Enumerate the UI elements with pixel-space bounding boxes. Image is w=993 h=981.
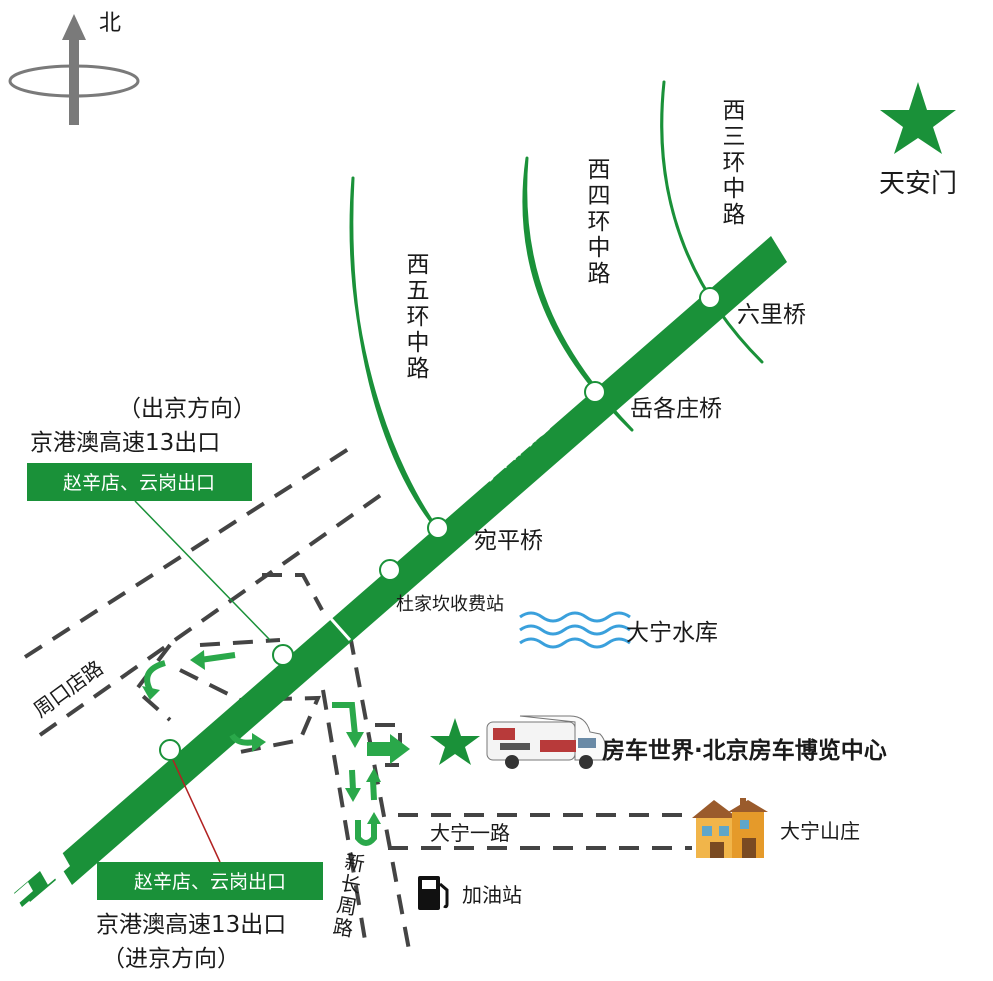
highway-tail-stripes	[13, 852, 70, 907]
arrow-down-shaft-2	[349, 769, 356, 791]
jingshi-highway: 京石高速	[13, 236, 787, 907]
junction-exit-out	[272, 644, 294, 666]
west4-label: 西四环中路	[583, 157, 611, 287]
gas-station-label: 加油站	[462, 883, 522, 907]
junction-wanping	[427, 517, 449, 539]
route-arrows	[142, 650, 410, 846]
u-turn-arrow-icon	[355, 820, 377, 846]
arrow-up-shaft	[370, 779, 377, 801]
house-icon	[692, 798, 768, 858]
toll-station-label: 杜家坎收费站	[396, 594, 504, 615]
fuel-pump-icon	[418, 876, 449, 910]
junction-exit-in	[159, 739, 181, 761]
local-roads	[23, 446, 692, 956]
arrow-to-rv-shaft	[367, 742, 391, 756]
zhoukoudian-road-line-2	[38, 490, 387, 737]
exit-in-leader	[172, 759, 221, 863]
junction-liuli	[699, 287, 721, 309]
ramp-loop-upper	[262, 573, 324, 611]
star-icon	[430, 718, 480, 765]
zhoukoudian-road-label: 周口店路	[29, 656, 108, 722]
arrow-head-icon	[367, 812, 381, 824]
reservoir-marker: 大宁水库	[519, 611, 718, 649]
junction-yuegezhuang	[584, 381, 606, 403]
daning1-road-label: 大宁一路	[430, 821, 510, 845]
junction-dujiakan	[379, 559, 401, 581]
exit-out-badge-text: 赵辛店、云岗出口	[63, 472, 215, 494]
exit-out-name: 京港澳高速13出口	[30, 430, 220, 456]
exit-in-direction: （进京方向）	[102, 946, 240, 972]
exit-in-callout: 赵辛店、云岗出口 京港澳高速13出口 （进京方向）	[96, 759, 323, 972]
arrow-head-icon	[346, 732, 364, 748]
gas-station-marker: 加油站	[418, 876, 522, 910]
arrow-head-icon	[252, 733, 266, 752]
bridge-wanping-label: 宛平桥	[474, 528, 543, 554]
arrow-upper-shaft	[199, 652, 236, 663]
compass-label: 北	[99, 11, 121, 36]
rv-vehicle-icon	[486, 715, 607, 769]
west3-label: 西三环中路	[718, 98, 746, 228]
exit-out-badge	[27, 463, 252, 501]
toll-gap	[323, 611, 352, 641]
xinchangzhou-road-west	[321, 689, 367, 941]
exit-out-callout: （出京方向） 京港澳高速13出口 赵辛店、云岗出口	[27, 396, 271, 641]
bridge-yuegezhuang-label: 岳各庄桥	[630, 396, 722, 422]
exit-out-direction: （出京方向）	[118, 396, 256, 422]
ramp-loop-mid	[199, 638, 281, 647]
west3-ring-road	[660, 80, 764, 364]
reservoir-label: 大宁水库	[626, 620, 718, 646]
arrow-head-icon	[345, 788, 361, 802]
tiananmen-marker: 天安门	[879, 82, 957, 199]
north-compass: 北	[8, 11, 140, 125]
bridge-liuli-label: 六里桥	[737, 302, 806, 328]
west5-label: 西五环中路	[402, 252, 430, 382]
exit-in-name: 京港澳高速13出口	[96, 912, 286, 938]
ramp-loop-lower	[179, 668, 322, 754]
tail-stripe	[13, 882, 33, 904]
tiananmen-label: 天安门	[879, 169, 957, 199]
north-arrow-icon	[62, 14, 86, 125]
ramp-loop-left	[133, 643, 172, 722]
west4-ring-road	[522, 156, 634, 432]
rv-center-label: 房车世界·北京房车博览中心	[602, 737, 887, 764]
villa-label: 大宁山庄	[780, 819, 860, 843]
arrow-head-icon	[366, 768, 381, 782]
arrow-head-icon	[142, 686, 160, 700]
highway-band	[56, 236, 787, 885]
xinchangzhou-road-east	[348, 634, 412, 956]
star-icon	[880, 82, 956, 154]
villa-marker: 大宁山庄	[692, 798, 860, 858]
arrow-to-rv-head-icon	[390, 734, 410, 764]
exit-in-badge	[97, 862, 323, 900]
arrow-head-icon	[190, 650, 205, 670]
arrow-down-ramp	[332, 702, 358, 736]
rv-center-marker: 房车世界·北京房车博览中心	[430, 715, 887, 769]
arrow-loop-left-icon	[144, 660, 166, 692]
water-wave-icon	[519, 611, 631, 649]
highway-junctions	[159, 287, 721, 761]
exit-out-leader	[134, 500, 271, 641]
arrow-lower-curve	[229, 733, 256, 746]
exit-in-badge-text: 赵辛店、云岗出口	[134, 871, 286, 893]
